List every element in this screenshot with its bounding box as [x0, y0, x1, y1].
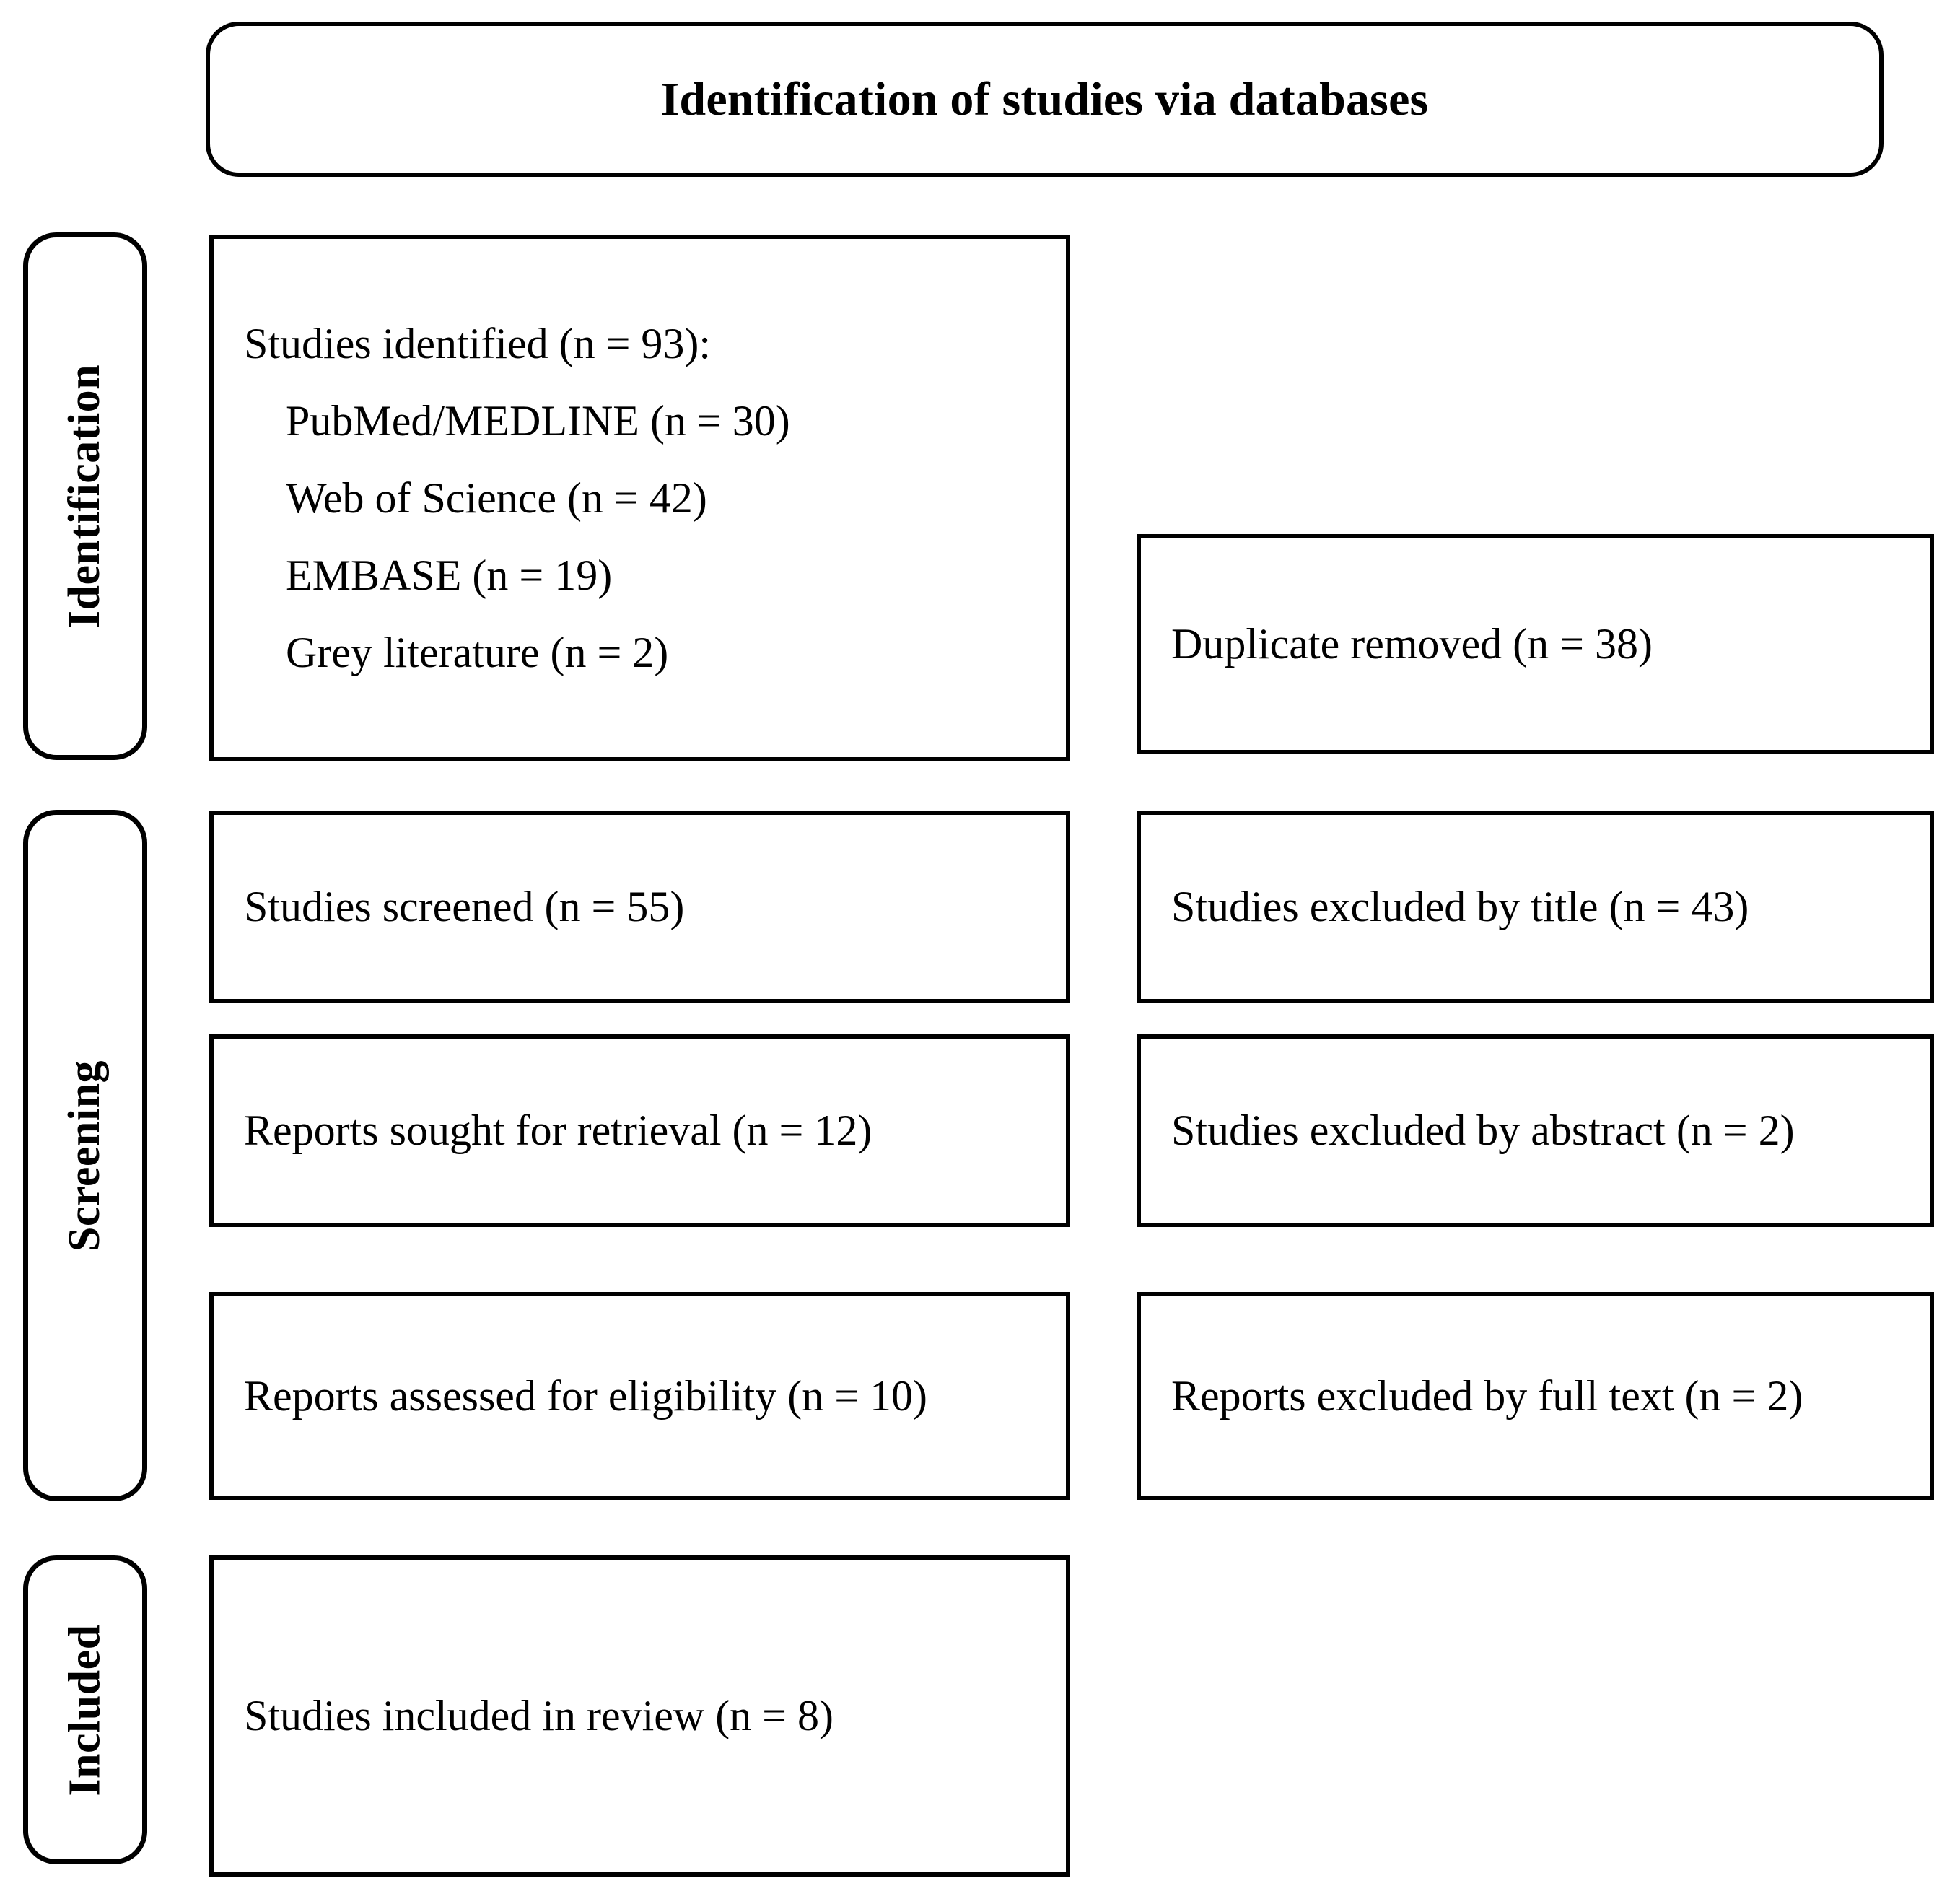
- duplicate-removed-text: Duplicate removed (n = 38): [1171, 620, 1653, 668]
- page-title: Identification of studies via databases: [660, 72, 1429, 126]
- source-pubmed-medline: PubMed/MEDLINE (n = 30): [286, 397, 790, 445]
- reports-sought-text: Reports sought for retrieval (n = 12): [244, 1106, 872, 1154]
- box-reports-assessed: Reports assessed for eligibility (n = 10…: [209, 1292, 1070, 1500]
- stage-label-included-text: Included: [60, 1623, 110, 1796]
- header-banner: Identification of studies via databases: [206, 22, 1884, 177]
- box-studies-included: Studies included in review (n = 8): [209, 1555, 1070, 1877]
- reports-assessed-text: Reports assessed for eligibility (n = 10…: [244, 1371, 928, 1420]
- source-embase: EMBASE (n = 19): [286, 551, 613, 599]
- studies-included-text: Studies included in review (n = 8): [244, 1692, 834, 1739]
- box-excluded-by-title: Studies excluded by title (n = 43): [1137, 811, 1934, 1003]
- box-duplicate-removed: Duplicate removed (n = 38): [1137, 534, 1934, 754]
- source-web-of-science: Web of Science (n = 42): [286, 474, 707, 522]
- excluded-by-title-text: Studies excluded by title (n = 43): [1171, 883, 1749, 930]
- stage-label-identification-text: Identification: [60, 364, 110, 629]
- studies-identified-heading: Studies identified (n = 93):: [244, 320, 712, 367]
- stage-label-included: Included: [23, 1555, 147, 1864]
- excluded-by-full-text-text: Reports excluded by full text (n = 2): [1171, 1371, 1803, 1420]
- stage-label-screening: Screening: [23, 810, 147, 1501]
- studies-identified-list: Studies identified (n = 93): PubMed/MEDL…: [244, 322, 1047, 674]
- stage-label-identification: Identification: [23, 232, 147, 760]
- excluded-by-abstract-text: Studies excluded by abstract (n = 2): [1171, 1106, 1795, 1154]
- box-reports-sought: Reports sought for retrieval (n = 12): [209, 1034, 1070, 1227]
- box-excluded-by-abstract: Studies excluded by abstract (n = 2): [1137, 1034, 1934, 1227]
- box-excluded-by-full-text: Reports excluded by full text (n = 2): [1137, 1292, 1934, 1500]
- box-studies-identified: Studies identified (n = 93): PubMed/MEDL…: [209, 235, 1070, 761]
- source-grey-literature: Grey literature (n = 2): [286, 629, 669, 676]
- studies-screened-text: Studies screened (n = 55): [244, 883, 685, 930]
- box-studies-screened: Studies screened (n = 55): [209, 811, 1070, 1003]
- stage-label-screening-text: Screening: [60, 1060, 110, 1252]
